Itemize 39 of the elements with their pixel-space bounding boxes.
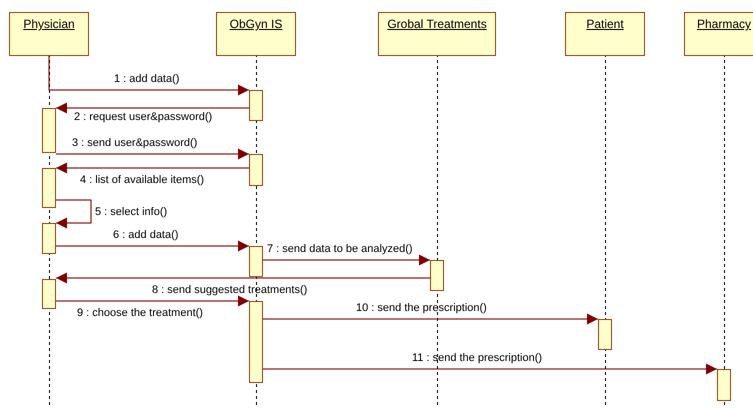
message-label: 10 : send the prescription() [356, 302, 487, 314]
message-arrow [56, 102, 250, 114]
message-arrow [56, 240, 250, 252]
activation-bar [249, 301, 263, 383]
message-label: 3 : send user&password() [72, 137, 198, 149]
message-label: 11 : send the prescription() [412, 352, 542, 364]
activation-bar [598, 319, 612, 350]
message-arrow [56, 162, 250, 174]
lifeline [684, 12, 753, 408]
activation-bar [249, 154, 263, 186]
message-label: 7 : send data to be analyzed() [267, 243, 413, 255]
lifeline-name: Patient [586, 17, 624, 31]
message-arrow [56, 148, 250, 160]
message-label: 4 : list of available items() [80, 174, 204, 186]
activation-bar [249, 90, 263, 121]
message-arrow [56, 272, 430, 284]
message-arrow [56, 200, 92, 228]
message-label: 8 : send suggested treatments() [152, 284, 308, 296]
message-label: 6 : add data() [113, 229, 178, 241]
activation-bar [42, 279, 56, 309]
message-arrow [48, 56, 250, 96]
activation-bar [42, 108, 56, 153]
message-label: 5 : select info() [95, 206, 168, 218]
lifeline-name: Physician [23, 17, 75, 31]
message-arrow [262, 314, 598, 324]
message-label: 9 : choose the treatment() [77, 307, 203, 319]
lifeline-name: ObGyn IS [230, 17, 282, 31]
lifeline-name: Pharmacy [696, 17, 752, 31]
activation-bar [42, 223, 56, 254]
message-arrow [56, 296, 250, 306]
message-arrow [262, 364, 718, 374]
message-arrow [262, 254, 430, 266]
activation-bar [249, 246, 263, 277]
lifeline-name: Grobal Treatments [387, 17, 487, 31]
activation-bar [717, 369, 731, 401]
message-label: 1 : add data() [114, 73, 180, 85]
activation-bar [42, 168, 56, 208]
activation-bar [430, 260, 444, 291]
message-label: 2 : request user&password() [74, 111, 212, 123]
